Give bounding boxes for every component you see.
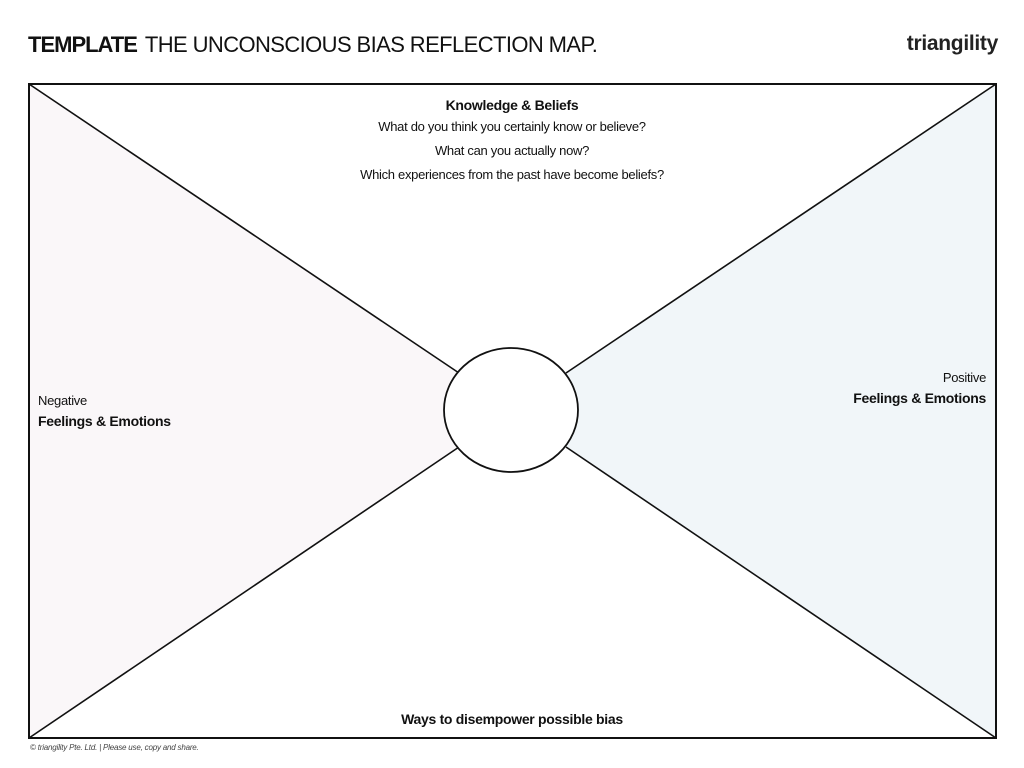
diagonal-top-left [28,83,460,374]
diagonal-top-right [565,83,997,374]
knowledge-beliefs-heading: Knowledge & Beliefs [445,97,579,113]
question-1: What do you think you certainly know or … [378,119,646,134]
map-frame [28,83,997,739]
diagonal-bottom-right [565,446,997,739]
left-triangle [29,84,512,738]
question-2: What can you actually now? [434,143,590,158]
positive-section: Positive Feelings & Emotions [853,369,986,409]
brand-logo: triangility [906,32,999,55]
footer-copyright: © triangility Pte. Ltd. | Please use, co… [30,743,199,752]
title-label: TEMPLATE [28,32,138,57]
negative-section: Negative Feelings & Emotions [38,392,171,432]
positive-label: Positive [942,370,986,385]
positive-heading: Feelings & Emotions [853,390,986,406]
question-3: Which experiences from the past have bec… [360,167,664,182]
center-circle [443,347,579,473]
disempower-bias-heading: Ways to disempower possible bias [401,711,623,727]
negative-heading: Feelings & Emotions [38,413,171,429]
title-text: THE UNCONSCIOUS BIAS REFLECTION MAP. [144,32,598,57]
knowledge-beliefs-section: Knowledge & Beliefs What do you think yo… [260,95,764,187]
negative-label: Negative [38,393,87,408]
diagonal-bottom-left [28,446,460,739]
right-triangle [512,84,996,738]
